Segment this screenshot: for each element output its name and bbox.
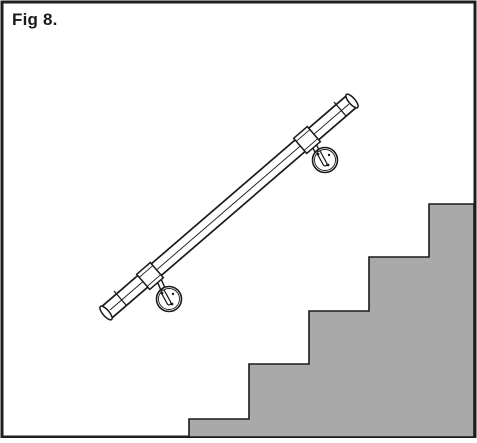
lower-bracket — [155, 277, 183, 313]
rail-end-cap-lower — [99, 305, 113, 321]
lower-collar — [135, 261, 165, 291]
handrail-assembly — [99, 93, 359, 321]
staircase — [188, 203, 475, 438]
rail-end-cap-upper — [345, 93, 359, 109]
upper-bracket — [311, 142, 339, 174]
figure-label: Fig 8. — [12, 10, 58, 29]
upper-collar — [292, 125, 322, 155]
